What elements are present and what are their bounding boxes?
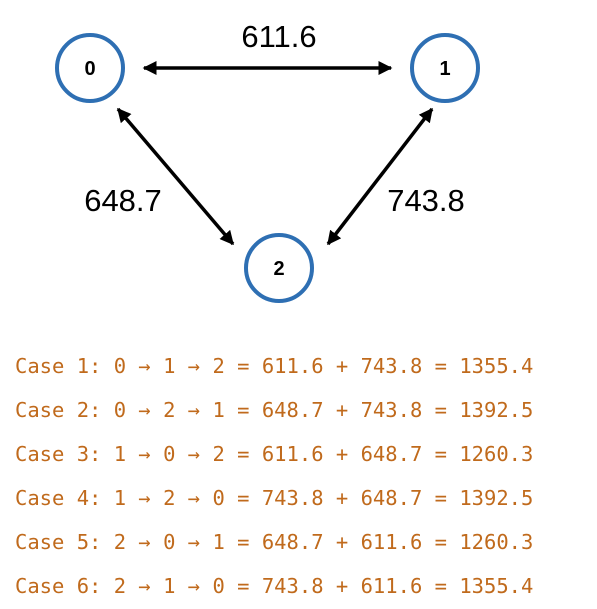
case-6-route: Case 6: 2 → 1 → 0 = 743.8 + 611.6 = 1355… — [15, 574, 534, 598]
case-3-route: Case 3: 1 → 0 → 2 = 611.6 + 648.7 = 1260… — [15, 442, 534, 466]
node-2: 2 — [244, 233, 314, 303]
route-cases-list: Case 1: 0 → 1 → 2 = 611.6 + 743.8 = 1355… — [15, 344, 533, 608]
case-5-route: Case 5: 2 → 0 → 1 = 648.7 + 611.6 = 1260… — [15, 530, 534, 554]
edge-0-1-weight: 611.6 — [241, 19, 316, 54]
node-0-label: 0 — [84, 58, 95, 80]
node-1-circle — [410, 33, 480, 103]
tsp-graph-diagram: 611.6 648.7 743.8 0 1 2 — [55, 19, 480, 303]
case-1-route: Case 1: 0 → 1 → 2 = 611.6 + 743.8 = 1355… — [15, 354, 534, 378]
case-4-route: Case 4: 1 → 2 → 0 = 743.8 + 648.7 = 1392… — [15, 486, 534, 510]
edge-1-2-weight: 743.8 — [387, 183, 465, 218]
edge-0-2-weight: 648.7 — [84, 183, 162, 218]
case-2-route: Case 2: 0 → 2 → 1 = 648.7 + 743.8 = 1392… — [15, 398, 534, 422]
node-2-label: 2 — [273, 258, 284, 280]
edge-1-2-arrow — [326, 107, 434, 246]
node-0: 0 — [55, 33, 125, 103]
node-0-circle — [55, 33, 125, 103]
node-1-label: 1 — [439, 58, 450, 80]
node-1: 1 — [410, 33, 480, 103]
edge-0-2-arrow — [116, 107, 235, 246]
node-2-circle — [244, 233, 314, 303]
